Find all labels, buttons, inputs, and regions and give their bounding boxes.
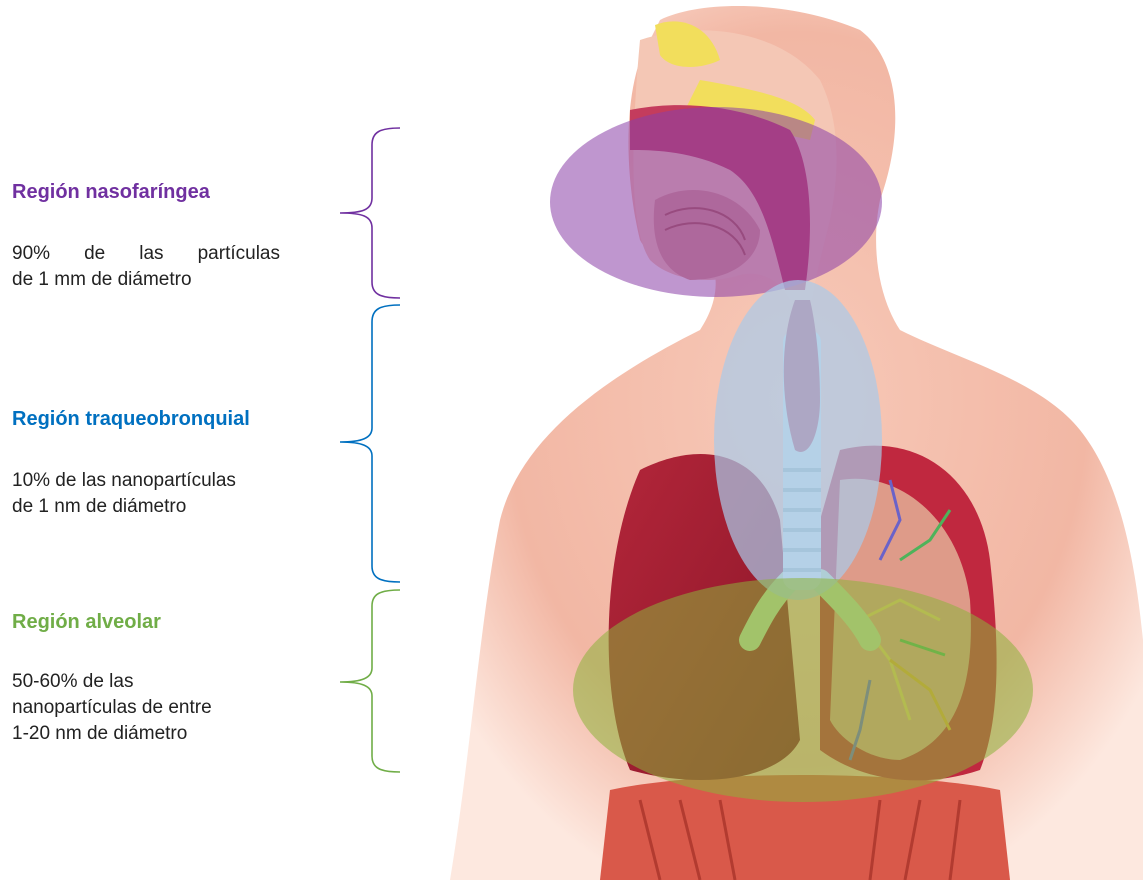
nasopharyngeal-brace xyxy=(340,128,400,298)
nasopharyngeal-region-overlay xyxy=(550,107,882,297)
nasopharyngeal-region-description: 90% de las partículas de 1 mm de diámetr… xyxy=(12,241,280,293)
nasopharyngeal-region-title: Región nasofaríngea xyxy=(12,181,210,204)
tracheobronchial-region-title: Región traqueobronquial xyxy=(12,408,250,431)
alveolar-region-description: 50-60% de las nanopartículas de entre 1-… xyxy=(12,669,212,747)
description-line: 1-20 nm de diámetro xyxy=(12,721,212,747)
description-line: de 1 mm de diámetro xyxy=(12,267,280,293)
description-line: 50-60% de las xyxy=(12,669,212,695)
tracheobronchial-region-description: 10% de las nanopartículas de 1 nm de diá… xyxy=(12,468,236,520)
alveolar-brace xyxy=(340,590,400,772)
description-line: 10% de las nanopartículas xyxy=(12,468,236,494)
description-line: nanopartículas de entre xyxy=(12,695,212,721)
description-line: de 1 nm de diámetro xyxy=(12,494,236,520)
alveolar-region-title: Región alveolar xyxy=(12,611,161,634)
description-line: 90% de las partículas xyxy=(12,241,280,267)
tracheobronchial-brace xyxy=(340,305,400,582)
tracheobronchial-region-overlay xyxy=(714,280,882,600)
alveolar-region-overlay xyxy=(573,578,1033,802)
